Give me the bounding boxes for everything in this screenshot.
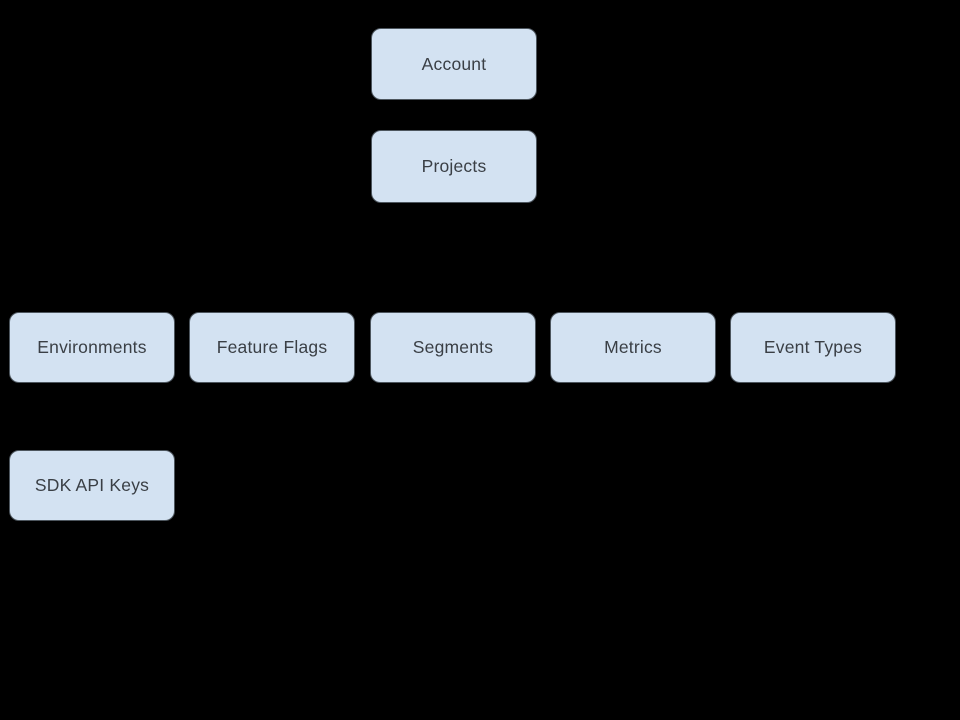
node-sdk-api-keys-label: SDK API Keys (34, 475, 150, 495)
node-account: Account (371, 28, 537, 100)
node-feature-flags: Feature Flags (189, 312, 355, 383)
node-account-label: Account (421, 53, 487, 74)
node-event-types: Event Types (730, 312, 896, 383)
node-environments-label: Environments (37, 337, 147, 357)
node-segments: Segments (370, 312, 536, 383)
node-projects: Projects (371, 130, 537, 203)
node-metrics: Metrics (550, 312, 716, 383)
node-environments: Environments (9, 312, 175, 383)
node-sdk-api-keys: SDK API Keys (9, 450, 175, 521)
node-segments-label: Segments (412, 337, 494, 357)
node-metrics-label: Metrics (604, 337, 662, 357)
node-feature-flags-label: Feature Flags (216, 337, 328, 357)
node-event-types-label: Event Types (763, 337, 863, 357)
node-projects-label: Projects (421, 156, 487, 176)
